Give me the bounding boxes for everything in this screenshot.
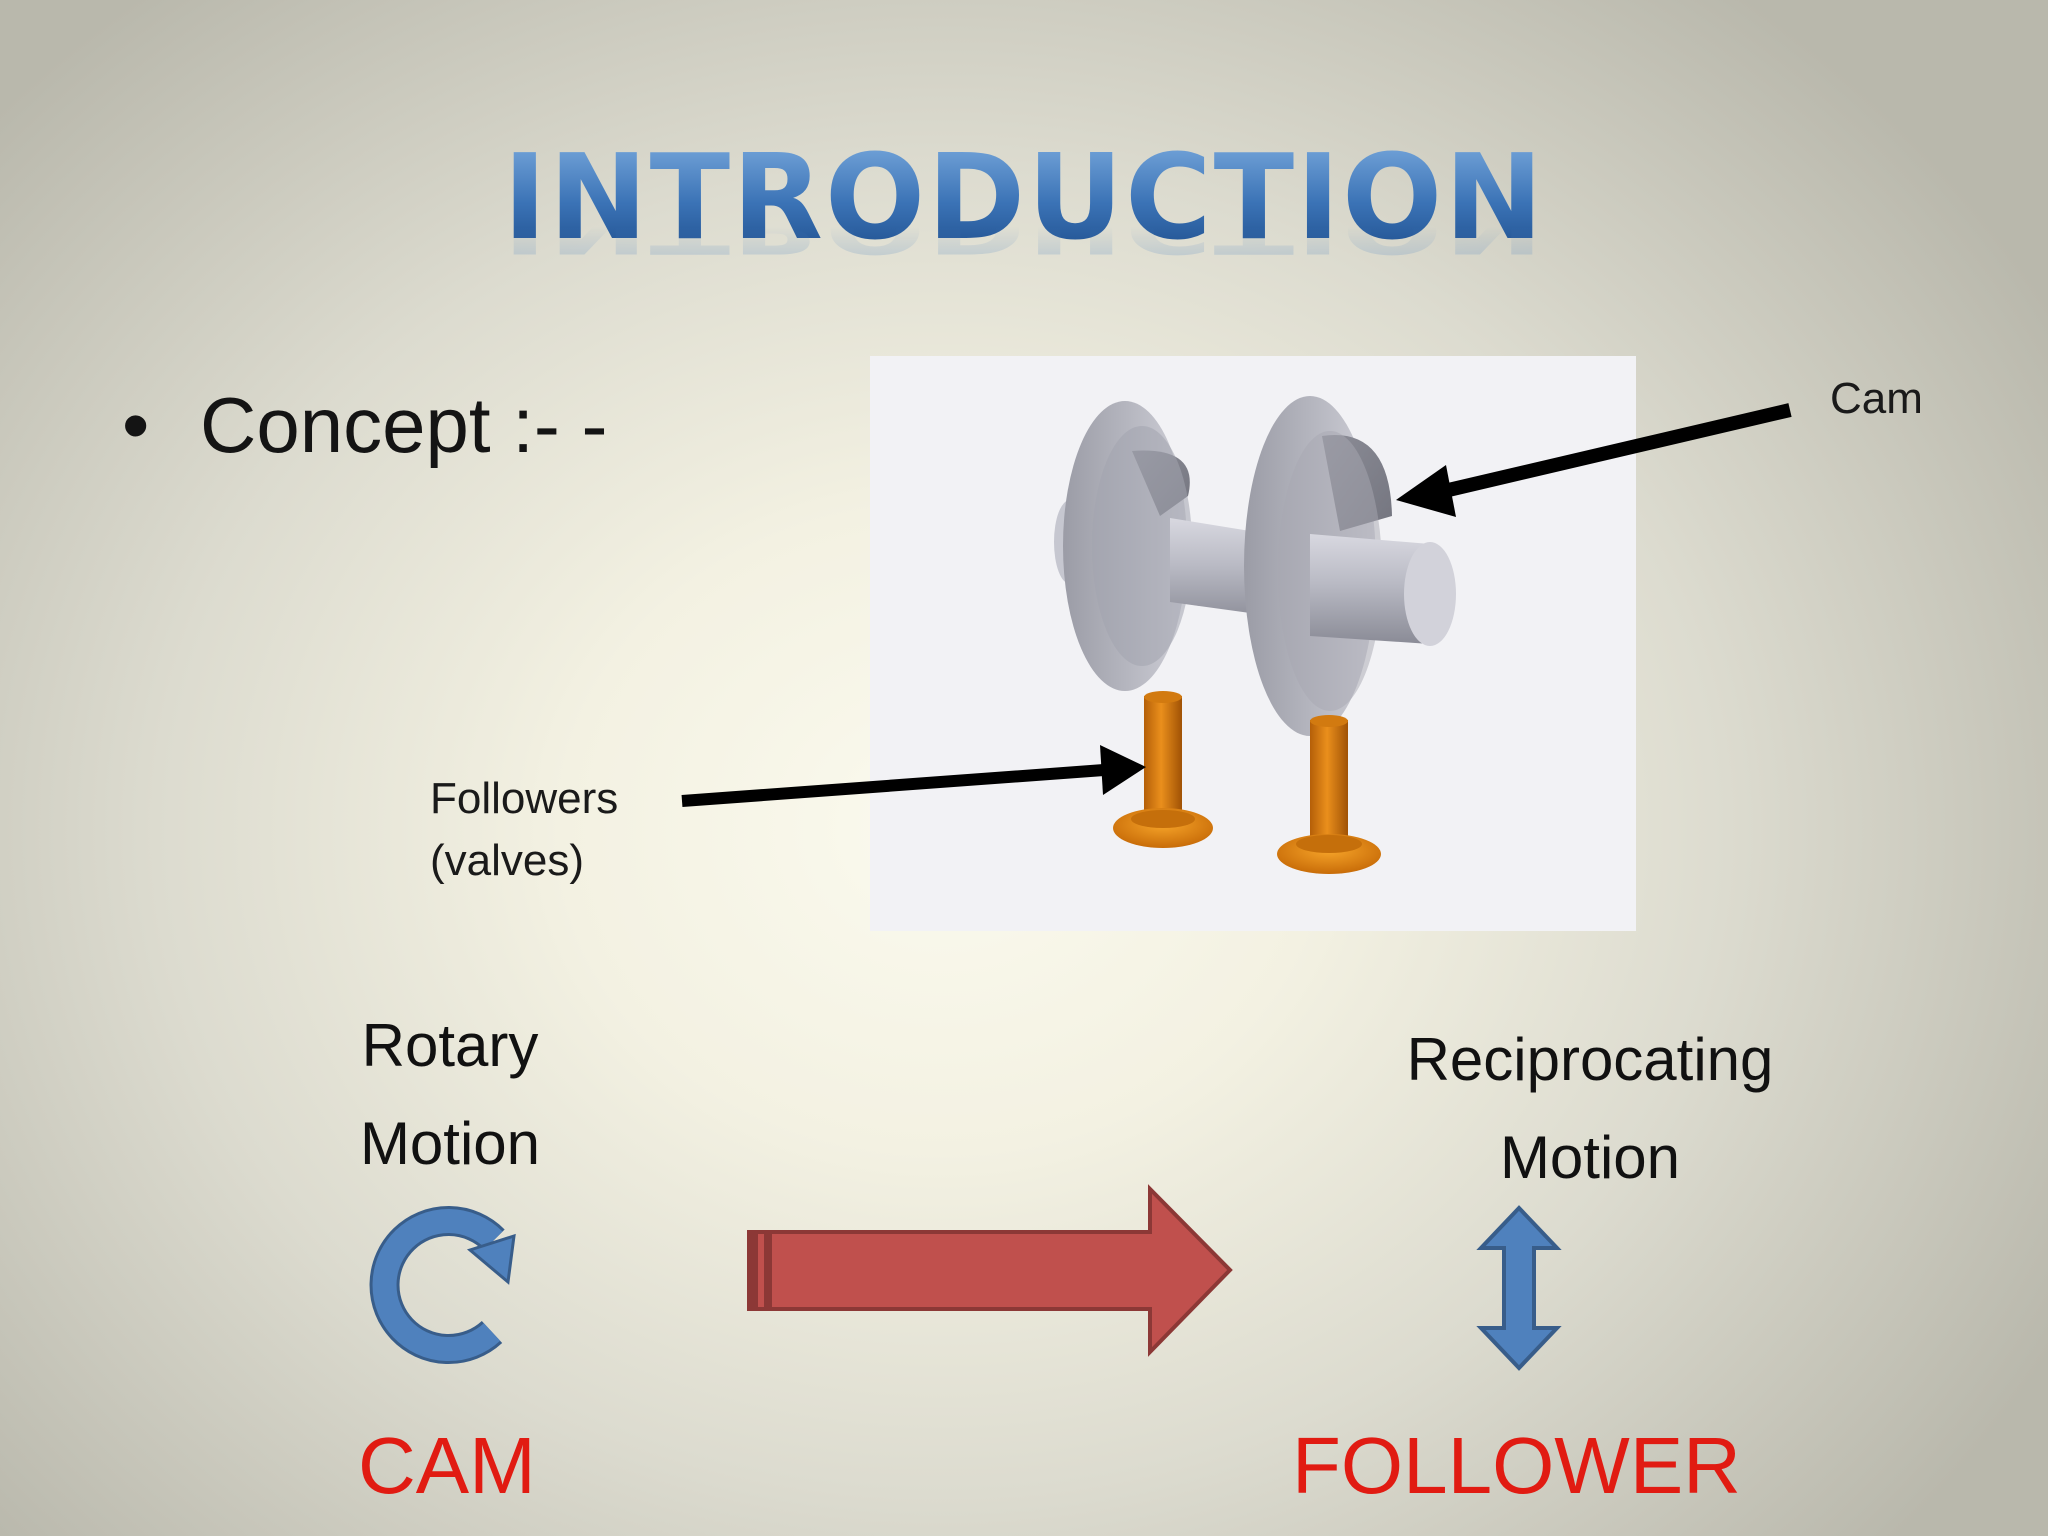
camshaft-illustration <box>1054 396 1456 874</box>
up-down-arrow-icon <box>1476 1205 1562 1371</box>
follower-right <box>1277 715 1381 874</box>
followers-label: Followers (valves) <box>430 768 618 892</box>
concept-text: Concept :- - <box>200 381 608 469</box>
cam-word: CAM <box>358 1421 536 1510</box>
rotary-line1: Rotary <box>361 1012 539 1079</box>
cam-callout-arrow <box>1396 403 1792 517</box>
followers-label-line2: (valves) <box>430 836 585 885</box>
reciprocating-motion-caption: Reciprocating Motion <box>1380 1011 1800 1207</box>
rotary-motion-caption: Rotary Motion <box>300 997 600 1193</box>
slide-title: INTRODUCTION <box>0 138 2048 256</box>
rotary-line2: Motion <box>359 1110 541 1177</box>
circular-arrow-icon <box>369 1206 516 1365</box>
concept-bullet: • Concept :- - <box>122 380 607 471</box>
follower-word: FOLLOWER <box>1292 1421 1741 1510</box>
right-block-arrow-icon <box>747 1184 1233 1357</box>
cam-label: Cam <box>1830 374 1923 423</box>
follower-left <box>1113 691 1213 848</box>
followers-callout-arrow <box>681 745 1146 807</box>
camshaft-image <box>870 356 1636 931</box>
bullet-dot: • <box>122 381 150 469</box>
followers-label-line1: Followers <box>430 774 619 823</box>
recip-line2: Motion <box>1499 1124 1681 1191</box>
recip-line1: Reciprocating <box>1406 1026 1774 1093</box>
